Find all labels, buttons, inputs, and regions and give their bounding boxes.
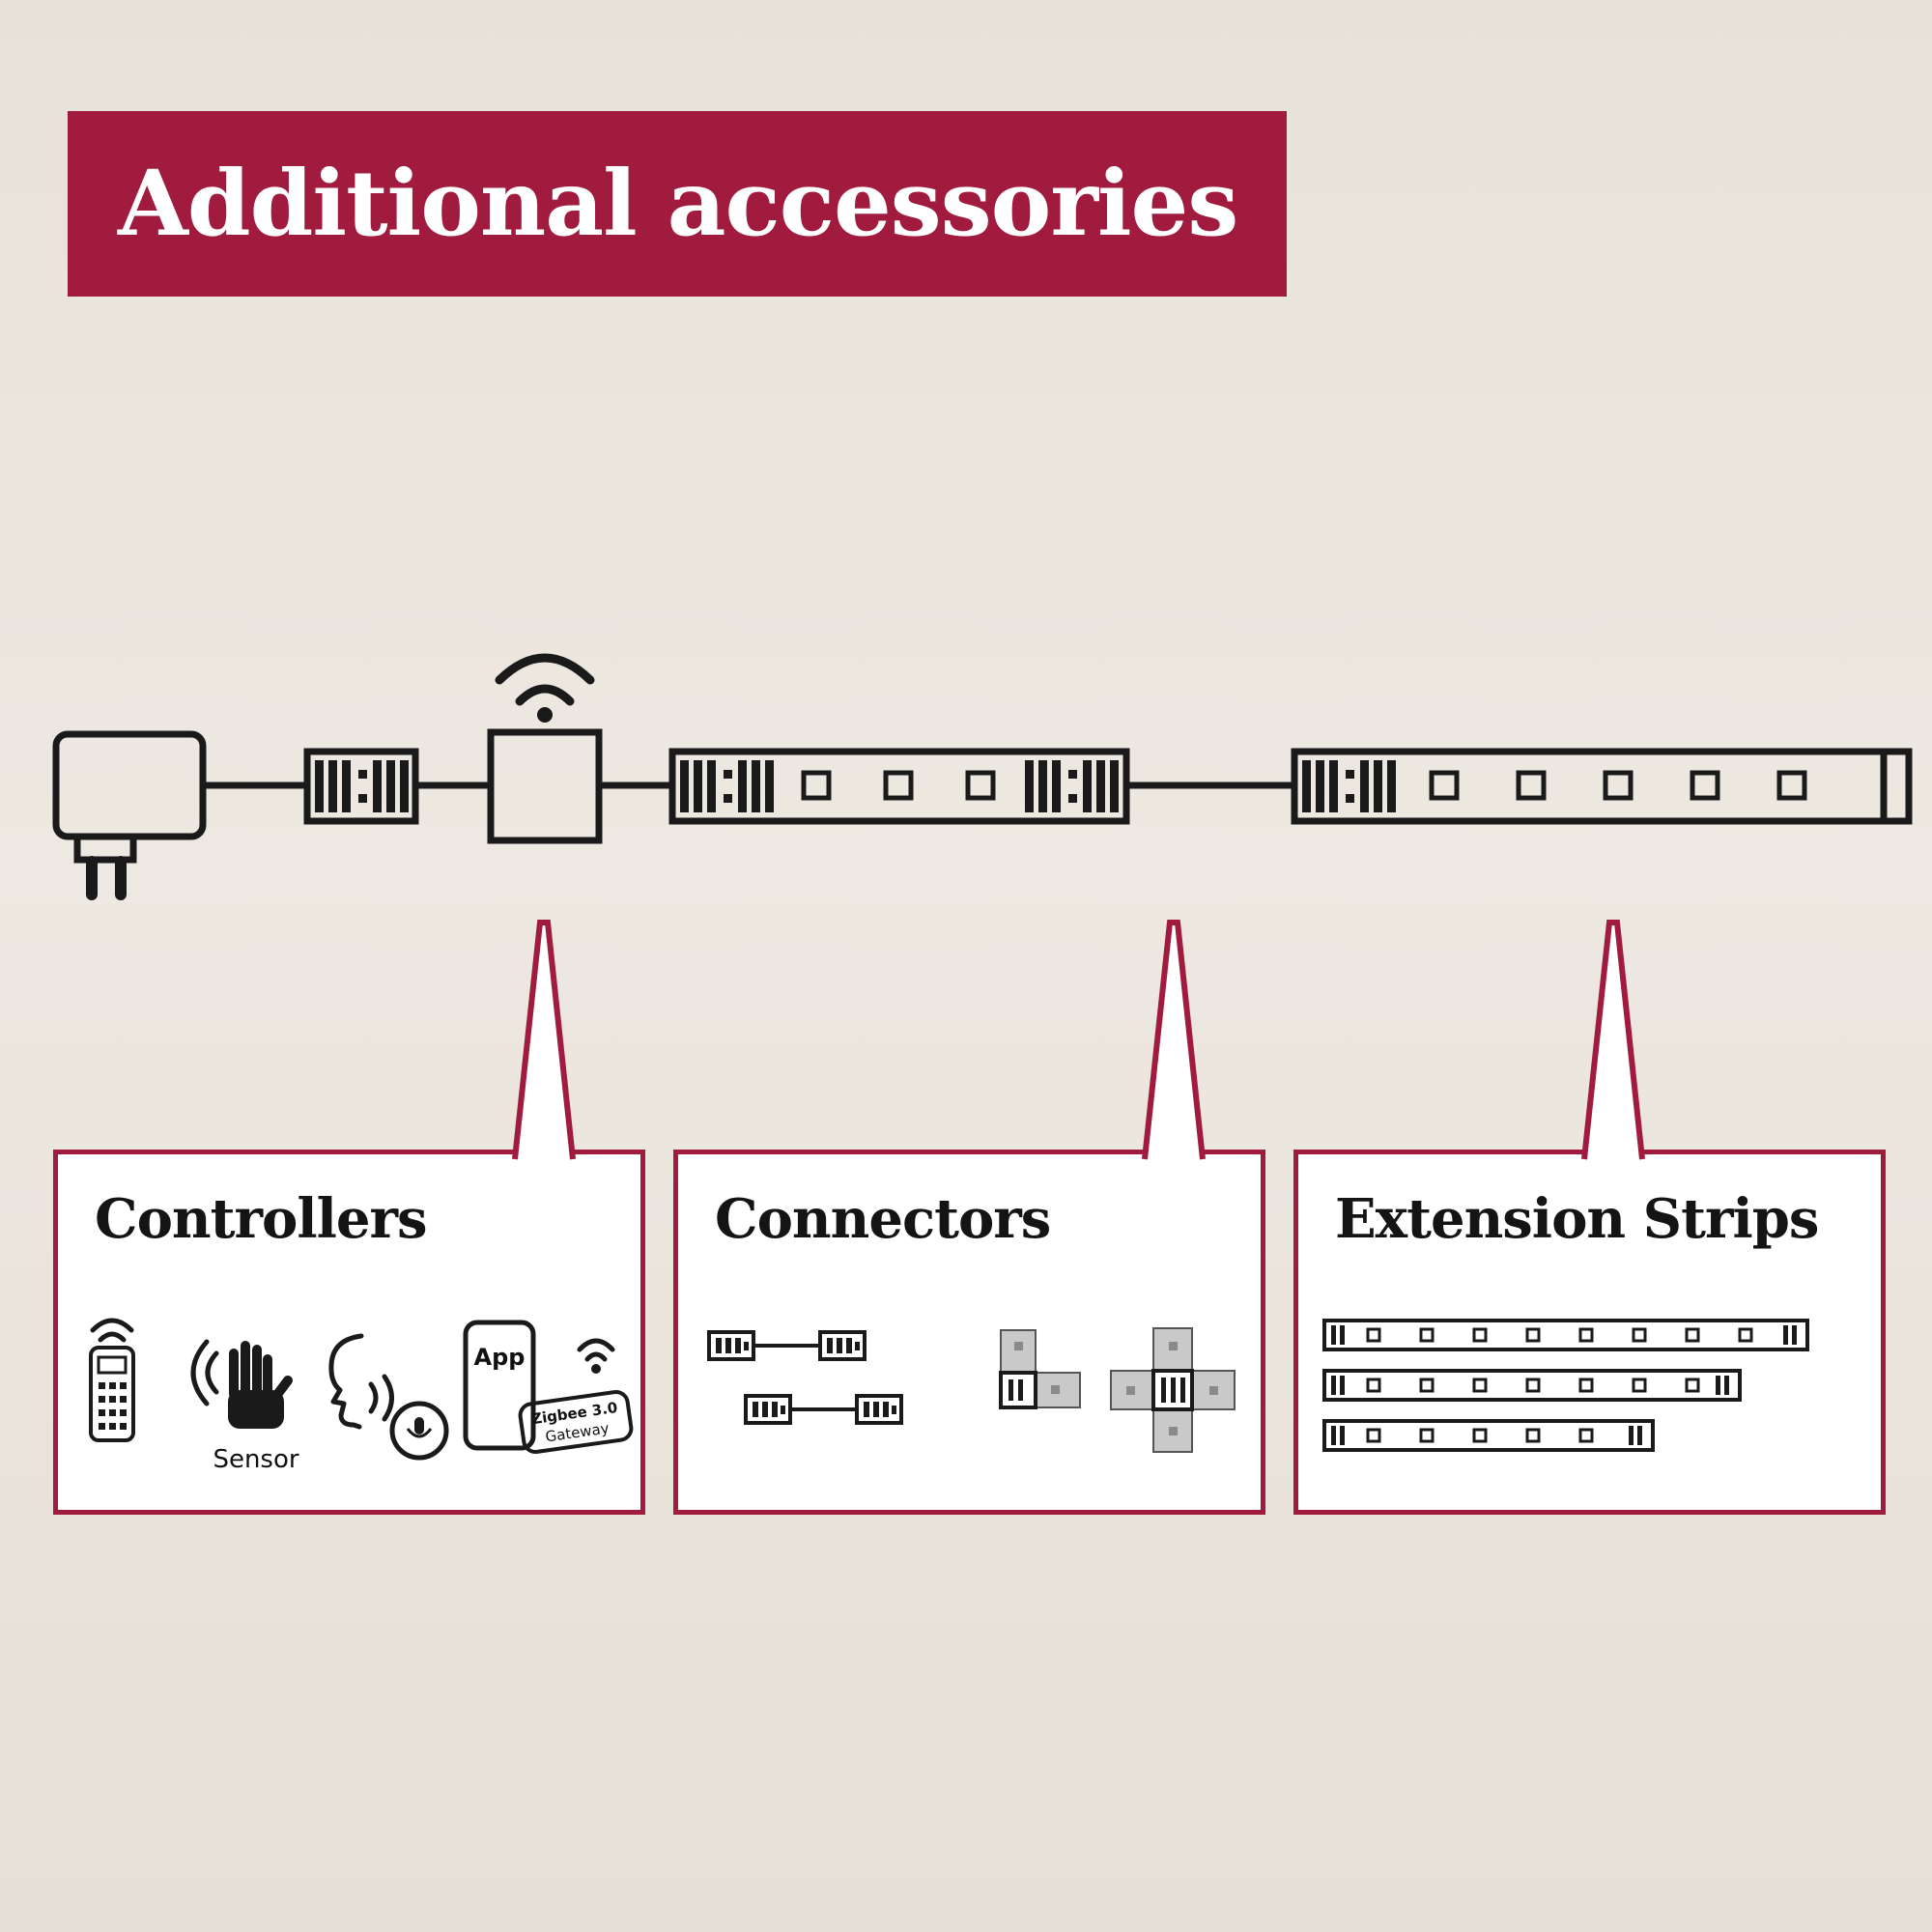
wifi-controller-icon xyxy=(487,653,603,844)
product-chain-diagram xyxy=(52,653,1913,900)
page-title: Additional accessories xyxy=(118,151,1238,257)
connectors-pointer xyxy=(1142,920,1206,1160)
connector-block-icon xyxy=(303,748,419,825)
title-banner: Additional accessories xyxy=(68,111,1287,297)
controllers-box: Controllers Sensor xyxy=(53,1150,645,1515)
power-adapter-icon xyxy=(52,730,207,900)
led-strip-2-icon xyxy=(1291,748,1913,825)
extension-strips-box: Extension Strips xyxy=(1293,1150,1886,1515)
sensor-label: Sensor xyxy=(213,1445,298,1474)
app-gateway-icon: App Zigbee 3.0 Gateway xyxy=(463,1320,634,1454)
extension-strip-short-icon xyxy=(1322,1419,1655,1452)
cross-connector-icon xyxy=(1110,1327,1236,1453)
led-strip-1-icon xyxy=(668,748,1130,825)
callout-pointers xyxy=(512,920,1645,1160)
controllers-pointer xyxy=(512,920,576,1160)
motion-sensor-icon: Sensor xyxy=(190,1339,299,1474)
corner-connector-icon xyxy=(999,1329,1081,1409)
remote-control-icon xyxy=(89,1318,135,1442)
extension-strip-long-icon xyxy=(1322,1319,1809,1351)
voice-control-icon xyxy=(328,1333,449,1461)
extension-strips-pointer xyxy=(1581,920,1645,1160)
connectors-title: Connectors xyxy=(715,1187,1051,1251)
extension-strips-icons xyxy=(1322,1319,1809,1452)
connectors-box: Connectors xyxy=(673,1150,1265,1515)
connectors-icons xyxy=(707,1327,1236,1453)
cable-connector-icon xyxy=(707,1330,903,1425)
controllers-title: Controllers xyxy=(95,1187,428,1251)
app-label: App xyxy=(474,1344,526,1371)
extension-strip-medium-icon xyxy=(1322,1369,1742,1402)
controllers-icons: Sensor App Zigbee 3.0 Gateway xyxy=(89,1318,634,1474)
extension-strips-title: Extension Strips xyxy=(1335,1187,1819,1251)
